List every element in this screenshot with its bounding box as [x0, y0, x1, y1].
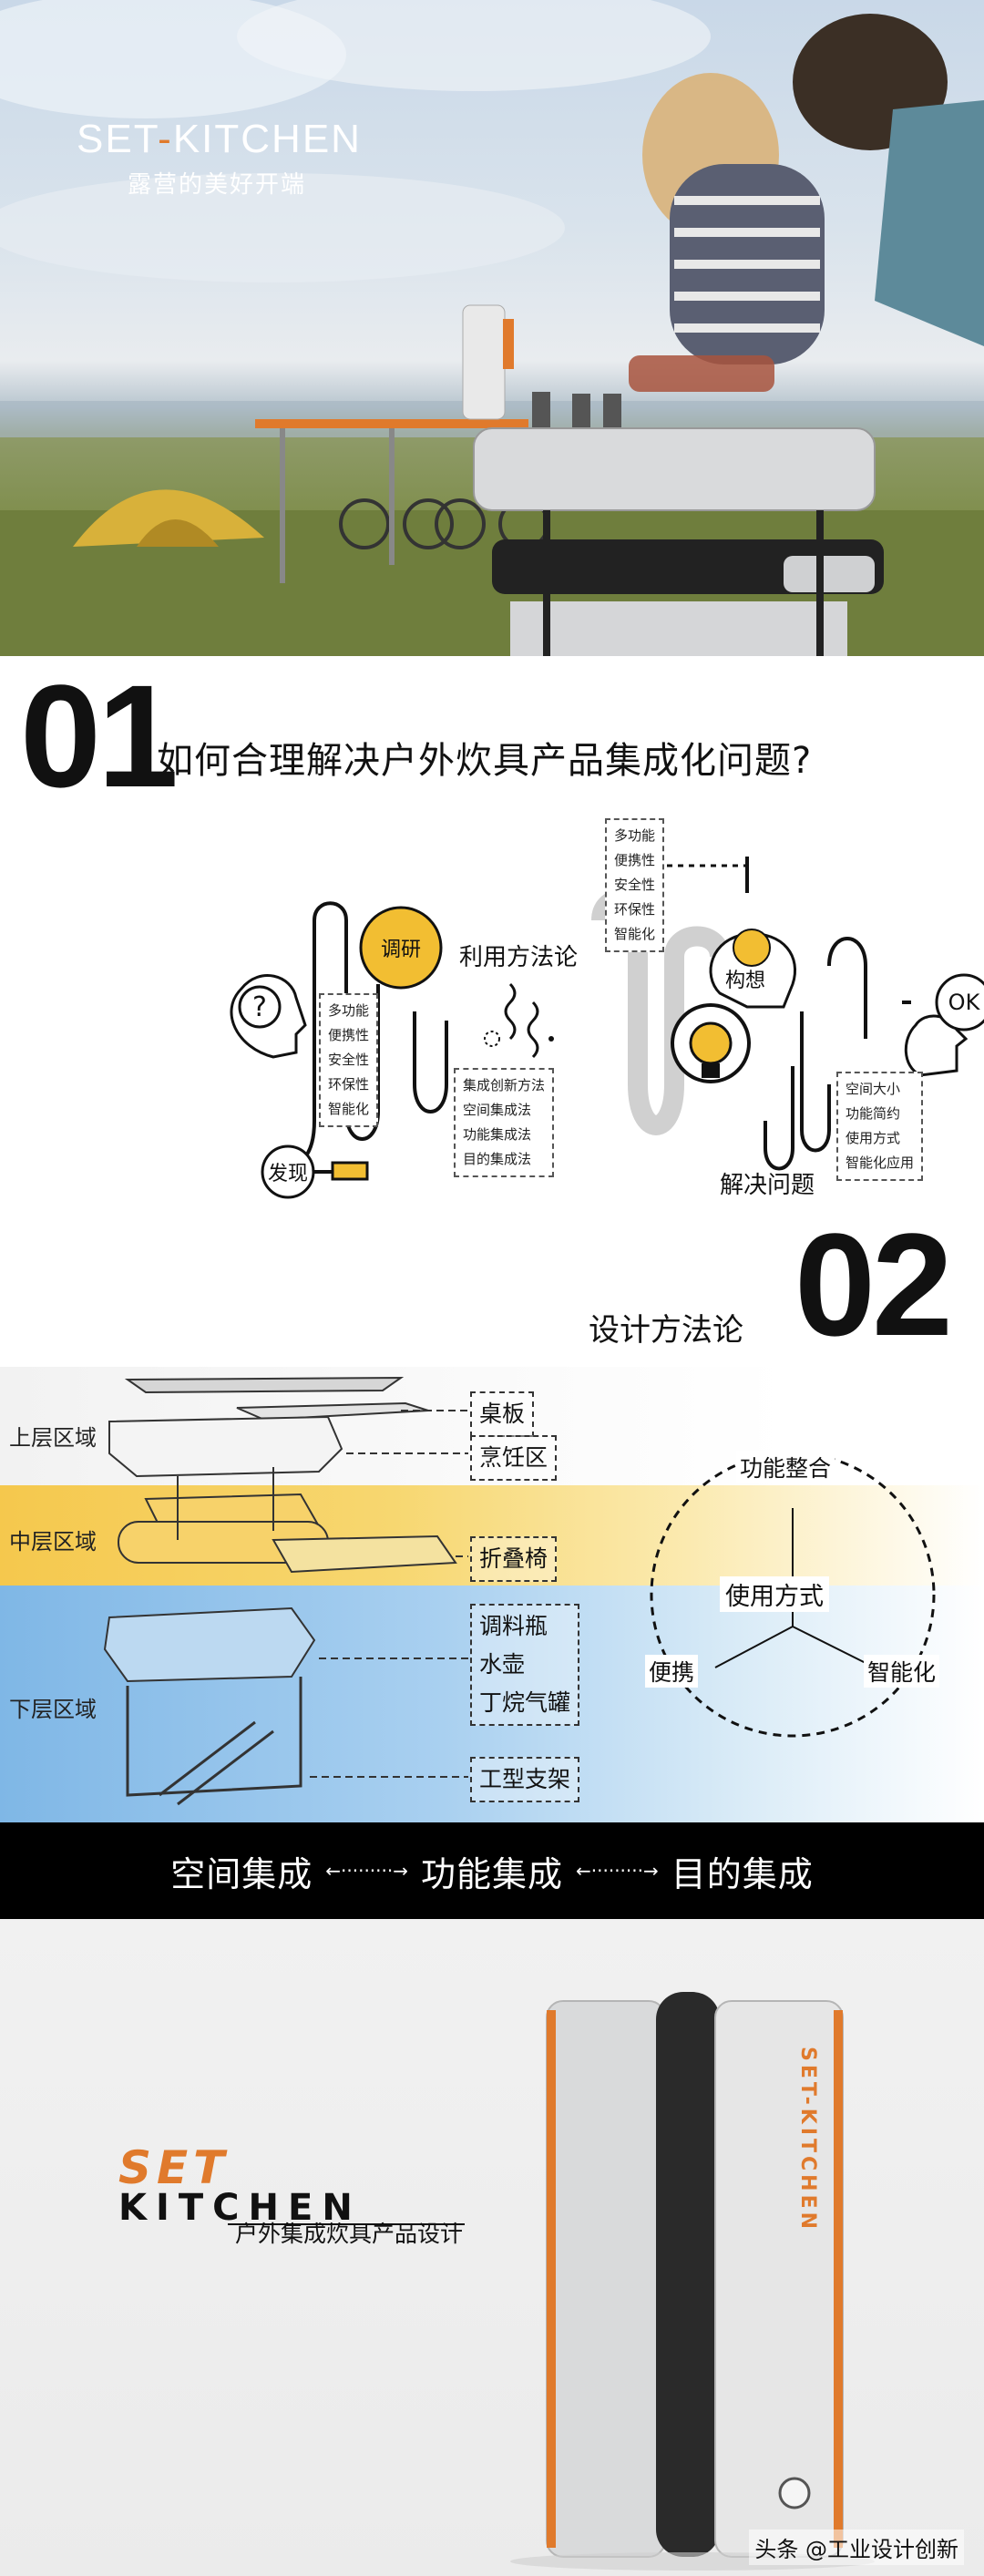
- solution-item: 空间大小: [846, 1081, 901, 1097]
- method-item: 功能集成法: [463, 1126, 532, 1143]
- hero-subtitle: 露营的美好开端: [128, 171, 307, 199]
- method-item: 集成创新方法: [463, 1077, 546, 1093]
- function-integration-label: 功能整合: [736, 1451, 835, 1483]
- upper-layer-label: 上层区域: [9, 1425, 97, 1451]
- ok-bubble: [935, 973, 984, 1031]
- feature-item: 环保性: [614, 901, 656, 918]
- logo-kitchen-text: KITCHEN: [118, 2187, 362, 2229]
- feature-item: 便携性: [328, 1027, 370, 1043]
- usage-mode-label: 使用方式: [720, 1576, 829, 1612]
- power-knob-icon: [778, 2477, 811, 2509]
- hero-brand-title: SET-KITCHEN: [77, 117, 362, 162]
- section-number-02: 02: [794, 1203, 953, 1366]
- research-circle: [359, 906, 443, 990]
- double-arrow-icon: ←·········→: [325, 1860, 408, 1882]
- feature-item: 智能化: [328, 1101, 370, 1117]
- brand-dash: -: [158, 117, 173, 161]
- smart-label: 智能化: [864, 1655, 940, 1688]
- solution-item: 功能简约: [846, 1105, 901, 1122]
- research-flow-diagram: [230, 857, 984, 1199]
- ok-label: OK: [948, 990, 980, 1015]
- part-item: 丁烷气罐: [479, 1689, 571, 1716]
- research-label: 调研: [380, 939, 421, 961]
- brand-kitchen: KITCHEN: [172, 117, 362, 161]
- tent-shape: [73, 489, 264, 547]
- integration-band: 空间集成 ←·········→ 功能集成 ←·········→ 目的集成: [0, 1822, 984, 1919]
- design-method-title: 设计方法论: [589, 1312, 743, 1349]
- feature-item: 多功能: [614, 827, 656, 844]
- solution-item: 使用方式: [846, 1130, 901, 1146]
- middle-layer-label: 中层区域: [9, 1529, 97, 1555]
- bike-wheel: [339, 498, 390, 549]
- section-number-01: 01: [20, 654, 179, 817]
- feature-item: 环保性: [328, 1076, 370, 1093]
- discover-label: 发现: [267, 1163, 308, 1185]
- brand-set: SET: [77, 117, 159, 161]
- flow-path-mid: [413, 1011, 448, 1114]
- exploded-view-diagram: [103, 1376, 468, 1806]
- logo-set-text: SET: [118, 2141, 230, 2194]
- product-logo-subtitle: 户外集成炊具产品设计: [235, 2221, 464, 2247]
- portable-label: 便携: [645, 1655, 699, 1688]
- product-side-brand: SET-KITCHEN: [796, 2047, 819, 2232]
- lower-layer-label: 下层区域: [9, 1697, 97, 1722]
- solution-item: 智能化应用: [846, 1155, 915, 1171]
- section-question: 如何合理解决户外炊具产品集成化问题?: [157, 740, 813, 782]
- product-right-panel: [714, 2000, 844, 2558]
- solve-label: 解决问题: [720, 1172, 815, 1199]
- concept-label: 构想: [725, 970, 766, 992]
- product-center-column: [656, 1992, 720, 2557]
- method-item: 空间集成法: [463, 1102, 532, 1118]
- stove-body: [473, 427, 876, 511]
- feature-item: 便携性: [614, 852, 656, 868]
- part-item: 水壶: [479, 1651, 526, 1678]
- part-folding-chair: 折叠椅: [470, 1536, 558, 1582]
- top-features-box: 多功能 便携性 安全性 环保性 智能化: [605, 818, 665, 952]
- part-cooking-area: 烹饪区: [470, 1435, 558, 1481]
- product-left-panel: [546, 2000, 666, 2558]
- question-mark-icon: ?: [252, 990, 267, 1023]
- method-label: 利用方法论: [459, 944, 579, 971]
- hero-scene: [0, 0, 984, 656]
- feature-item: 安全性: [614, 877, 656, 893]
- thinking-head-icon: [230, 974, 307, 1059]
- feature-item: 安全性: [328, 1052, 370, 1068]
- solution-box: 空间大小 功能简约 使用方式 智能化应用: [836, 1072, 924, 1181]
- method-box: 集成创新方法 空间集成法 功能集成法 目的集成法: [454, 1068, 555, 1177]
- watermark: 头条 @工业设计创新: [749, 2530, 964, 2565]
- camp-table: [255, 419, 528, 428]
- lightbulb-icon: [689, 1021, 733, 1065]
- double-arrow-icon: ←·········→: [576, 1860, 659, 1882]
- part-stand: 工型支架: [470, 1757, 580, 1802]
- method-item: 目的集成法: [463, 1151, 532, 1167]
- product-render: SET KITCHEN SET-KITCHEN: [118, 1992, 875, 2571]
- function-integration: 功能集成: [420, 1853, 563, 1894]
- part-table-board: 桌板: [470, 1391, 535, 1437]
- product-section: SET KITCHEN SET-KITCHEN: [0, 1919, 984, 2576]
- part-lower-items: 调料瓶 水壶 丁烷气罐: [470, 1604, 580, 1726]
- feature-item: 智能化: [614, 926, 656, 942]
- feature-item: 多功能: [328, 1002, 370, 1019]
- part-item: 调料瓶: [479, 1613, 548, 1639]
- space-integration: 空间集成: [170, 1853, 313, 1894]
- purpose-integration: 目的集成: [671, 1853, 814, 1894]
- left-features-box: 多功能 便携性 安全性 环保性 智能化: [319, 993, 379, 1127]
- hero-banner: SET-KITCHEN 露营的美好开端: [0, 0, 984, 656]
